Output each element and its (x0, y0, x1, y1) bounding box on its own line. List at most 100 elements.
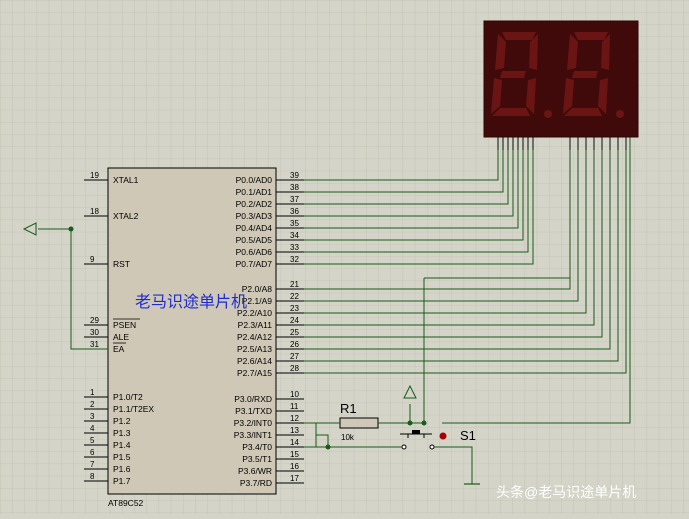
right-pin-number: 27 (290, 352, 299, 361)
vcc-terminal-icon (403, 384, 417, 399)
resistor-r1[interactable]: R1 10k (316, 401, 424, 442)
right-pin-number: 15 (290, 450, 299, 459)
right-pin-name: P0.5/AD5 (236, 235, 273, 245)
right-pin-name: P2.4/A12 (237, 332, 272, 342)
digit (563, 32, 624, 118)
right-pin-name: P2.2/A10 (237, 308, 272, 318)
chip-left-pins: 19 XTAL1 18 XTAL2 9 RST 29 PSEN 30 ALE 31 EA 1 P1.0/T… (84, 171, 154, 486)
right-pin-number: 16 (290, 462, 299, 471)
left-pin-number: 18 (90, 207, 99, 216)
display-digits (491, 32, 624, 118)
right-pin-number: 25 (290, 328, 299, 337)
right-pin-name: P2.0/A8 (242, 284, 273, 294)
footer-brand: 头条@老马识途单片机 (496, 484, 636, 500)
chip-right-pins: 39 P0.0/AD0 38 P0.1/AD1 37 P0.2/AD2 36 P0.3/AD3… (234, 171, 304, 488)
right-pin-name: P3.6/WR (238, 466, 272, 476)
display-pins (497, 137, 627, 150)
ea-wiring (22, 222, 108, 350)
right-pin-number: 39 (290, 171, 299, 180)
left-pin-number: 31 (90, 340, 99, 349)
right-pin-name: P3.7/RD (240, 478, 272, 488)
left-pin-number: 6 (90, 448, 95, 457)
right-pin-name: P3.4/T0 (242, 442, 272, 452)
left-pin-number: 7 (90, 460, 95, 469)
right-pin-number: 10 (290, 390, 299, 399)
right-pin-name: P0.1/AD1 (236, 187, 273, 197)
right-pin-name: P3.1/TXD (235, 406, 272, 416)
left-pin-name: P1.6 (113, 464, 131, 474)
left-pin-name: XTAL2 (113, 211, 139, 221)
resistor-value: 10k (341, 433, 355, 442)
right-pin-number: 11 (290, 402, 299, 411)
left-pin-name: P1.5 (113, 452, 131, 462)
right-pin-number: 38 (290, 183, 299, 192)
left-pin-name: P1.2 (113, 416, 131, 426)
left-pin-name: RST (113, 259, 130, 269)
right-pin-name: P3.0/RXD (234, 394, 272, 404)
right-pin-number: 26 (290, 340, 299, 349)
watermark-text: 老马识途单片机 (135, 293, 247, 311)
left-pin-number: 2 (90, 400, 95, 409)
switch-s1[interactable]: S1 (315, 278, 480, 485)
left-pin-name: P1.3 (113, 428, 131, 438)
resistor-ref: R1 (340, 401, 357, 416)
right-pin-number: 12 (290, 414, 299, 423)
left-pin-number: 8 (90, 472, 95, 481)
right-pin-name: P0.0/AD0 (236, 175, 273, 185)
right-pin-number: 35 (290, 219, 299, 228)
left-pin-number: 30 (90, 328, 99, 337)
right-pin-number: 36 (290, 207, 299, 216)
right-pin-name: P0.2/AD2 (236, 199, 273, 209)
chip-part-label: AT89C52 (108, 498, 144, 508)
left-pin-name: ALE (113, 332, 129, 342)
right-pin-name: P3.2/INT0 (234, 418, 273, 428)
right-pin-name: P2.1/A9 (242, 296, 273, 306)
resistor-body (339, 417, 379, 429)
right-pin-name: P0.7/AD7 (236, 259, 273, 269)
left-pin-number: 29 (90, 316, 99, 325)
right-pin-name: P3.3/INT1 (234, 430, 273, 440)
switch-ref: S1 (460, 428, 476, 443)
digit (491, 32, 552, 118)
left-pin-number: 4 (90, 424, 95, 433)
right-pin-number: 21 (290, 280, 299, 289)
port-wires (304, 137, 631, 448)
right-pin-name: P2.6/A14 (237, 356, 272, 366)
left-pin-number: 9 (90, 255, 95, 264)
display-housing (483, 20, 639, 138)
left-pin-name: XTAL1 (113, 175, 139, 185)
left-pin-name: PSEN (113, 320, 136, 330)
power-terminal-icon (22, 222, 37, 236)
left-pin-name: P1.7 (113, 476, 131, 486)
right-pin-number: 24 (290, 316, 299, 325)
left-pin-name: EA (113, 344, 125, 354)
right-pin-number: 22 (290, 292, 299, 301)
right-pin-number: 23 (290, 304, 299, 313)
right-pin-number: 34 (290, 231, 299, 240)
left-pin-number: 19 (90, 171, 99, 180)
right-pin-name: P2.5/A13 (237, 344, 272, 354)
right-pin-name: P0.4/AD4 (236, 223, 273, 233)
right-pin-number: 14 (290, 438, 299, 447)
left-pin-name: P1.0/T2 (113, 392, 143, 402)
right-pin-name: P3.5/T1 (242, 454, 272, 464)
right-pin-name: P2.3/A11 (238, 320, 273, 330)
right-pin-number: 13 (290, 426, 299, 435)
left-pin-number: 1 (90, 388, 95, 397)
right-pin-name: P0.6/AD6 (236, 247, 273, 257)
seven-segment-display[interactable] (483, 20, 639, 150)
right-pin-number: 37 (290, 195, 299, 204)
right-pin-name: P2.7/A15 (237, 368, 272, 378)
right-pin-number: 28 (290, 364, 299, 373)
right-pin-number: 17 (290, 474, 299, 483)
right-pin-number: 33 (290, 243, 299, 252)
chip-body[interactable] (107, 167, 277, 495)
left-pin-name: P1.1/T2EX (113, 404, 154, 414)
left-pin-number: 3 (90, 412, 95, 421)
left-pin-name: P1.4 (113, 440, 131, 450)
right-pin-number: 32 (290, 255, 299, 264)
right-pin-name: P0.3/AD3 (236, 211, 273, 221)
left-pin-number: 5 (90, 436, 95, 445)
